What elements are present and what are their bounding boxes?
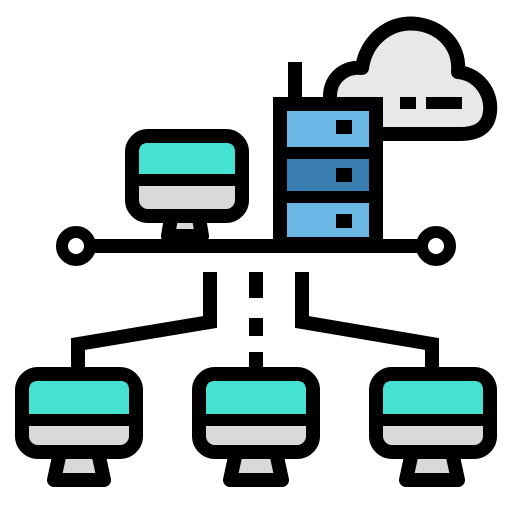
monitor-bottom-left-icon [15,367,143,487]
monitor-top-icon [125,129,249,243]
network-bus-line [56,226,456,266]
connector-lines [71,272,439,374]
monitor-bottom-right-icon [369,367,497,487]
monitor-bottom-center-icon [192,367,320,487]
server-rack-icon [273,62,383,251]
